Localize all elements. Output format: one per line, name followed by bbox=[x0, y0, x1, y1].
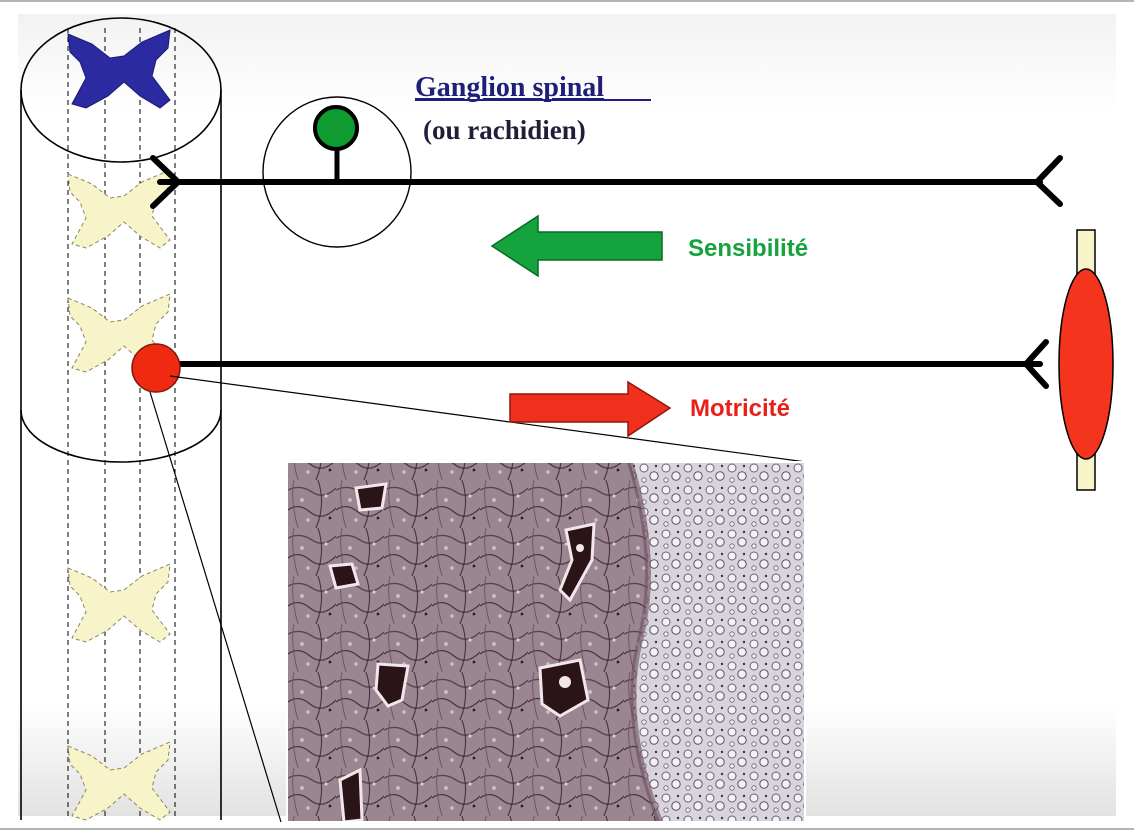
grey-matter-section-4 bbox=[67, 563, 171, 643]
histology-frame bbox=[286, 461, 806, 823]
grey-matter-top-section bbox=[67, 29, 171, 109]
grey-matter-section-2 bbox=[67, 169, 171, 249]
muscle bbox=[1058, 229, 1114, 491]
motor-nerve-fiber bbox=[167, 339, 1049, 389]
spinal-cord-cylinder bbox=[20, 17, 222, 820]
sensibilite-label: Sensibilité bbox=[688, 235, 808, 262]
histology-micrograph bbox=[287, 462, 805, 822]
zoom-lines bbox=[149, 375, 807, 823]
ganglion-subtitle: (ou rachidien) bbox=[423, 115, 586, 145]
arrow-right-icon bbox=[509, 380, 672, 438]
motricite-label: Motricité bbox=[690, 395, 790, 422]
arrow-left-icon bbox=[490, 214, 663, 278]
sensory-nerve-fiber bbox=[150, 155, 1063, 209]
sensory-neuron-body bbox=[313, 105, 359, 151]
grey-matter-section-5 bbox=[67, 741, 171, 821]
ganglion-title: Ganglion spinal bbox=[415, 72, 604, 103]
ganglion-outline bbox=[262, 96, 412, 248]
motor-neuron-body bbox=[131, 343, 181, 393]
